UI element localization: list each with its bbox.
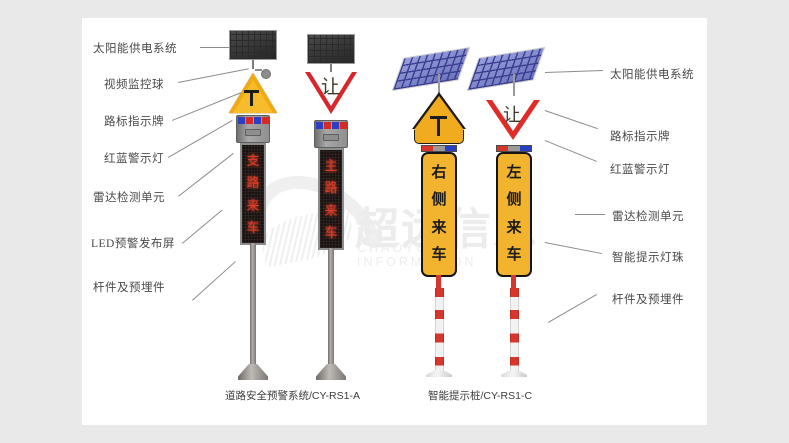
pole-stub-d [511,275,516,291]
radar-detection-unit-a [245,129,261,136]
solar-panel-c [391,46,471,92]
led-char: 支 [246,153,260,169]
caption-right: 智能提示桩/CY-RS1-C [428,390,533,402]
led-char: 来 [246,197,260,213]
pole-stub-c [436,275,441,291]
pole-base-d [501,370,527,377]
label-pole-embedded-parts-right: 杆件及预埋件 [612,294,684,306]
device-c: 右 侧 来 车 [391,46,471,377]
indicator-lamp-blue [519,146,531,151]
warning-lamp-blue [332,122,339,129]
board-char: 左 [506,165,522,182]
warning-lamp-red [246,117,253,124]
label-pole-embedded-parts-left: 杆件及预埋件 [93,282,165,294]
smart-indicator-lamps-d [496,145,532,152]
pole-c [435,288,444,372]
label-red-blue-warning-light-right: 红蓝警示灯 [610,164,670,176]
board-char: 车 [431,246,447,263]
board-char: 车 [506,246,522,263]
warning-lamps-b [316,122,347,129]
caption-left: 道路安全预警系统/CY-RS1-A [225,390,360,402]
label-solar-power-system-left: 太阳能供电系统 [93,43,177,55]
led-char: 来 [324,202,338,218]
label-video-monitoring-ball: 视频监控球 [104,79,164,91]
warning-lamp-blue [316,122,323,129]
label-radar-detection-unit-left: 雷达检测单元 [93,192,165,204]
warning-lamp-red [324,122,331,129]
board-char: 右 [431,165,447,182]
smart-indicator-lamps-c [421,145,457,152]
solar-panel-d [466,46,546,92]
warning-sign-c-body [414,130,464,144]
pole-base-c [426,370,452,377]
message-board-c: 右 侧 来 车 [421,152,457,277]
device-d: 让 左 侧 来 车 [466,46,546,377]
led-char: 主 [324,158,338,174]
warning-sign-a-face [233,80,273,113]
yield-sign-b-face [310,72,352,106]
label-road-sign-board-right: 路标指示牌 [610,131,670,143]
led-char: 车 [324,224,338,240]
t-junction-symbol-a-icon [244,87,262,107]
label-led-warning-display: LED预警发布屏 [91,238,175,250]
indicator-lamp-housing [433,146,445,151]
pole-base-a [238,364,268,380]
solar-panel-a [229,30,277,60]
label-solar-power-system-right: 太阳能供电系统 [610,69,694,81]
led-display-b: 主 路 来 车 [318,148,344,250]
label-red-blue-warning-light-left: 红蓝警示灯 [104,153,164,165]
warning-lamp-blue [254,117,261,124]
pole-a [250,243,256,367]
yield-symbol-d: 让 [503,105,521,125]
label-road-sign-board-left: 路标指示牌 [104,116,164,128]
solar-panel-stem-a [252,60,254,69]
solar-panel-stem-b [330,64,332,72]
indicator-lamp-blue [444,146,456,151]
board-char: 侧 [506,192,522,209]
device-a: 支 路 来 车 [222,30,284,380]
led-char: 路 [324,180,338,196]
solar-panel-stem-c [438,74,440,96]
indicator-lamp-red [422,146,434,151]
led-char: 路 [246,175,260,191]
warning-lamps-a [238,117,269,124]
board-char: 来 [506,219,522,236]
label-radar-detection-unit-right: 雷达检测单元 [612,211,684,223]
message-board-d: 左 侧 来 车 [496,152,532,277]
t-junction-symbol-c-icon [430,110,450,136]
radar-detection-unit-b [323,134,339,141]
warning-lamp-red [262,117,269,124]
warning-lamp-blue [238,117,245,124]
board-char: 来 [431,219,447,236]
solar-panel-stem-d [513,74,515,96]
board-char: 侧 [431,192,447,209]
led-display-a: 支 路 来 车 [240,143,266,245]
indicator-lamp-red [497,146,509,151]
yield-symbol-b: 让 [321,77,341,98]
device-b: 让 主 路 来 车 [300,34,362,384]
yield-sign-d-face [492,100,534,131]
solar-panel-b [307,34,355,64]
pole-d [510,288,519,372]
pole-base-b [316,364,346,380]
warning-lamp-red [340,122,347,129]
indicator-lamp-housing [508,146,520,151]
pole-b [328,248,334,367]
led-char: 车 [246,219,260,235]
label-smart-indicator-lamp-bead: 智能提示灯珠 [612,252,684,264]
camera-arm-a [255,69,262,71]
